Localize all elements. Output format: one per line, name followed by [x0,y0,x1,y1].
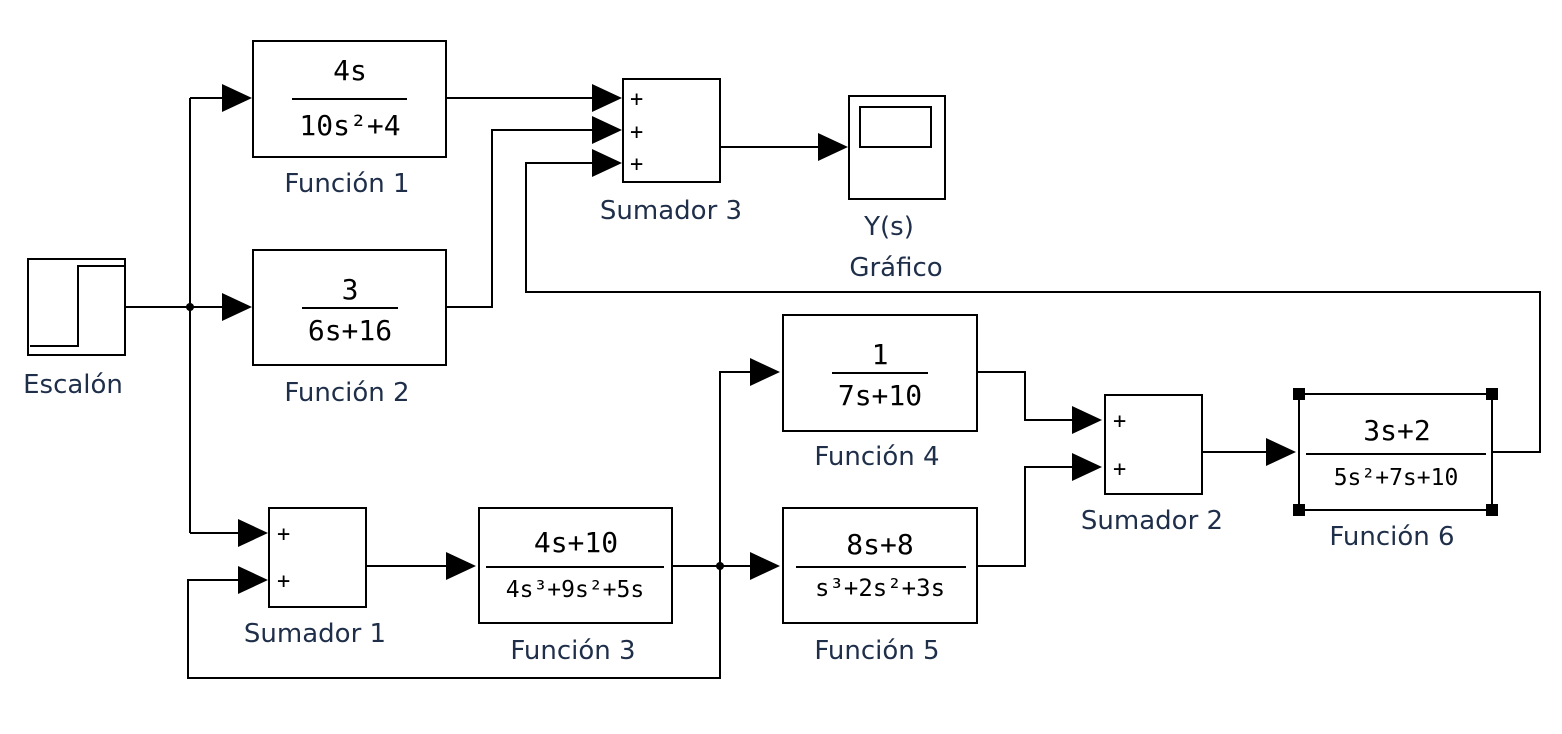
fn3-label: Función 3 [510,636,635,666]
arrowhead [238,566,268,594]
fn4-numerator: 1 [872,338,889,371]
fn2-numerator: 3 [342,273,359,306]
fn3-numerator: 4s+10 [534,526,618,559]
arrowhead [592,149,622,177]
fn1-denominator: 10s²+4 [299,109,400,142]
sign-plus: + [630,87,643,112]
sign-plus: + [630,152,643,177]
fn5-denominator: s³+2s²+3s [815,574,945,602]
fn4-label: Función 4 [814,442,939,472]
wire-f2-to-sum3[interactable] [446,129,592,308]
scope-label: Gráfico [849,253,942,283]
summer-1[interactable]: + + Sumador 1 [244,507,386,649]
fn3-denominator: 4s³+9s²+5s [506,577,644,603]
sign-plus: + [1113,409,1126,434]
arrowhead [1266,438,1296,466]
fn5-numerator: 8s+8 [846,528,913,561]
step-block[interactable]: Escalón [23,258,126,400]
sign-plus: + [277,569,290,594]
arrowhead [1072,453,1102,481]
arrowhead [818,133,848,161]
fn5-label: Función 5 [814,636,939,666]
sign-plus: + [630,120,643,145]
sum1-label: Sumador 1 [244,619,386,649]
fn6-label: Función 6 [1329,522,1454,552]
summer-2[interactable]: + + Sumador 2 [1081,394,1223,536]
sum2-label: Sumador 2 [1081,506,1223,536]
scope-signal-label: Y(s) [863,212,914,242]
fn1-numerator: 4s [333,54,367,87]
step-icon [30,265,124,347]
wire-branch-to-f4[interactable] [719,371,750,566]
arrowhead [446,552,476,580]
arrowheads [222,84,1296,594]
arrowhead [222,293,252,321]
arrowhead [592,84,622,112]
transfer-fn-6[interactable]: 3s+2 5s²+7s+10 Función 6 [1293,388,1498,552]
transfer-fn-5[interactable]: 8s+8 s³+2s²+3s Función 5 [782,507,978,666]
scope-screen-icon [859,106,932,148]
wire-feedback-sum1[interactable] [187,566,721,679]
fn6-denominator: 5s²+7s+10 [1334,465,1459,491]
selection-handle[interactable] [1486,388,1498,400]
arrowhead [750,552,780,580]
transfer-fn-3[interactable]: 4s+10 4s³+9s²+5s Función 3 [478,507,673,666]
wire-f5-to-sum2[interactable] [977,466,1072,567]
arrowhead [238,519,268,547]
arrowhead [750,358,780,386]
wire-f6-to-sum3[interactable] [525,162,1541,453]
summer-3[interactable]: + + + Sumador 3 [600,78,742,226]
selection-handle[interactable] [1293,504,1305,516]
sign-plus: + [277,522,290,547]
connections [125,97,1541,679]
fn2-denominator: 6s+16 [308,314,392,347]
arrowhead [222,84,252,112]
junction-dot [716,562,724,570]
sign-plus: + [1113,457,1126,482]
arrowhead [592,116,622,144]
scope-block[interactable]: Y(s) Gráfico [848,95,946,283]
transfer-fn-4[interactable]: 1 7s+10 Función 4 [782,314,978,472]
transfer-fn-2[interactable]: 3 6s+16 Función 2 [252,249,447,408]
sum3-label: Sumador 3 [600,196,742,226]
wire-f4-to-sum2[interactable] [977,371,1072,421]
transfer-fn-1[interactable]: 4s 10s²+4 Función 1 [252,40,447,199]
step-label: Escalón [23,370,123,400]
fn6-numerator: 3s+2 [1363,414,1430,447]
fn2-label: Función 2 [284,378,409,408]
selection-handle[interactable] [1293,388,1305,400]
arrowhead [1072,406,1102,434]
fn4-denominator: 7s+10 [838,379,922,412]
selection-handle[interactable] [1486,504,1498,516]
fn1-label: Función 1 [284,169,409,199]
junction-dot [186,303,194,311]
